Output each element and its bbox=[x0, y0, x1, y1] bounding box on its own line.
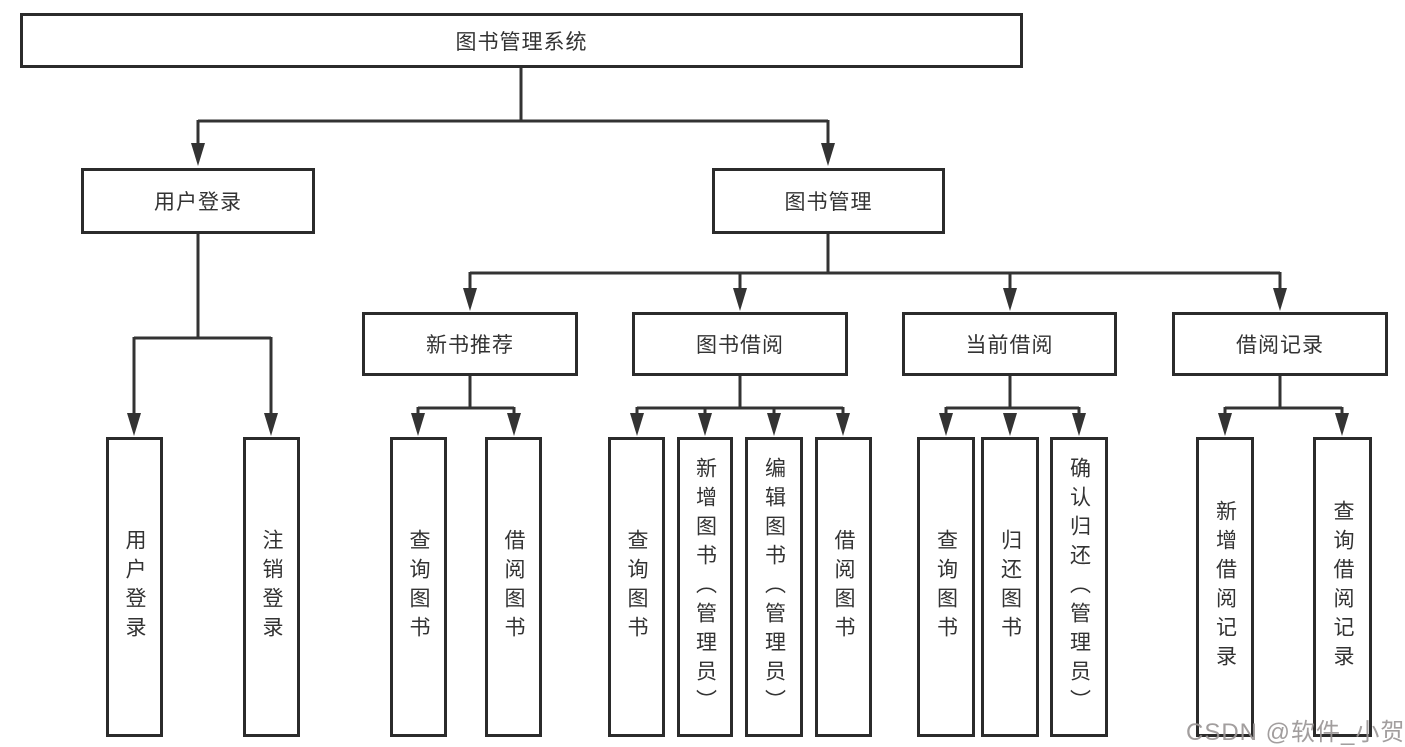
leaf-record-add-label: 新增借阅记录 bbox=[1213, 500, 1237, 674]
leaf-user-login-label: 用户登录 bbox=[123, 529, 146, 645]
node-current-borrow-label: 当前借阅 bbox=[965, 334, 1054, 357]
node-borrow-records-label: 借阅记录 bbox=[1236, 334, 1324, 357]
node-new-book-recommend: 新书推荐 bbox=[362, 312, 578, 376]
leaf-record-add: 新增借阅记录 bbox=[1196, 437, 1254, 737]
leaf-user-login: 用户登录 bbox=[106, 437, 163, 737]
leaf-logout: 注销登录 bbox=[243, 437, 300, 737]
node-borrow-records: 借阅记录 bbox=[1172, 312, 1388, 376]
leaf-confirm-return-admin: 确认归还（管理员） bbox=[1050, 437, 1108, 737]
node-root: 图书管理系统 bbox=[20, 13, 1023, 68]
node-current-borrow: 当前借阅 bbox=[902, 312, 1117, 376]
leaf-logout-label: 注销登录 bbox=[260, 529, 283, 645]
leaf-record-query: 查询借阅记录 bbox=[1313, 437, 1372, 737]
node-book-management: 图书管理 bbox=[712, 168, 945, 234]
leaf-record-query-label: 查询借阅记录 bbox=[1331, 500, 1354, 674]
csdn-watermark: CSDN @软件_小贺同学 bbox=[1186, 719, 1405, 746]
leaf-borrow-book: 借阅图书 bbox=[815, 437, 872, 737]
leaf-newbook-query: 查询图书 bbox=[390, 437, 447, 737]
node-root-label: 图书管理系统 bbox=[455, 30, 588, 54]
node-book-borrow-label: 图书借阅 bbox=[696, 334, 784, 357]
leaf-current-query: 查询图书 bbox=[917, 437, 975, 737]
leaf-newbook-borrow-label: 借阅图书 bbox=[502, 529, 525, 645]
node-user-login-label: 用户登录 bbox=[154, 191, 242, 214]
arrowheads bbox=[127, 143, 1349, 436]
leaf-borrow-edit-admin-label: 编辑图书（管理员） bbox=[762, 456, 786, 718]
node-book-management-label: 图书管理 bbox=[784, 191, 873, 214]
leaf-borrow-book-label: 借阅图书 bbox=[832, 529, 855, 645]
node-new-book-recommend-label: 新书推荐 bbox=[426, 334, 514, 357]
leaf-borrow-add-admin: 新增图书（管理员） bbox=[677, 437, 733, 737]
leaf-borrow-edit-admin: 编辑图书（管理员） bbox=[745, 437, 803, 737]
leaf-return-book: 归还图书 bbox=[981, 437, 1039, 737]
leaf-borrow-query: 查询图书 bbox=[608, 437, 665, 737]
leaf-newbook-query-label: 查询图书 bbox=[407, 529, 430, 645]
leaf-return-book-label: 归还图书 bbox=[998, 529, 1022, 645]
leaf-newbook-borrow: 借阅图书 bbox=[485, 437, 542, 737]
leaf-confirm-return-admin-label: 确认归还（管理员） bbox=[1067, 456, 1091, 718]
leaf-borrow-add-admin-label: 新增图书（管理员） bbox=[693, 456, 717, 718]
leaf-current-query-label: 查询图书 bbox=[934, 529, 958, 645]
node-book-borrow: 图书借阅 bbox=[632, 312, 848, 376]
leaf-borrow-query-label: 查询图书 bbox=[625, 529, 648, 645]
node-user-login: 用户登录 bbox=[81, 168, 315, 234]
